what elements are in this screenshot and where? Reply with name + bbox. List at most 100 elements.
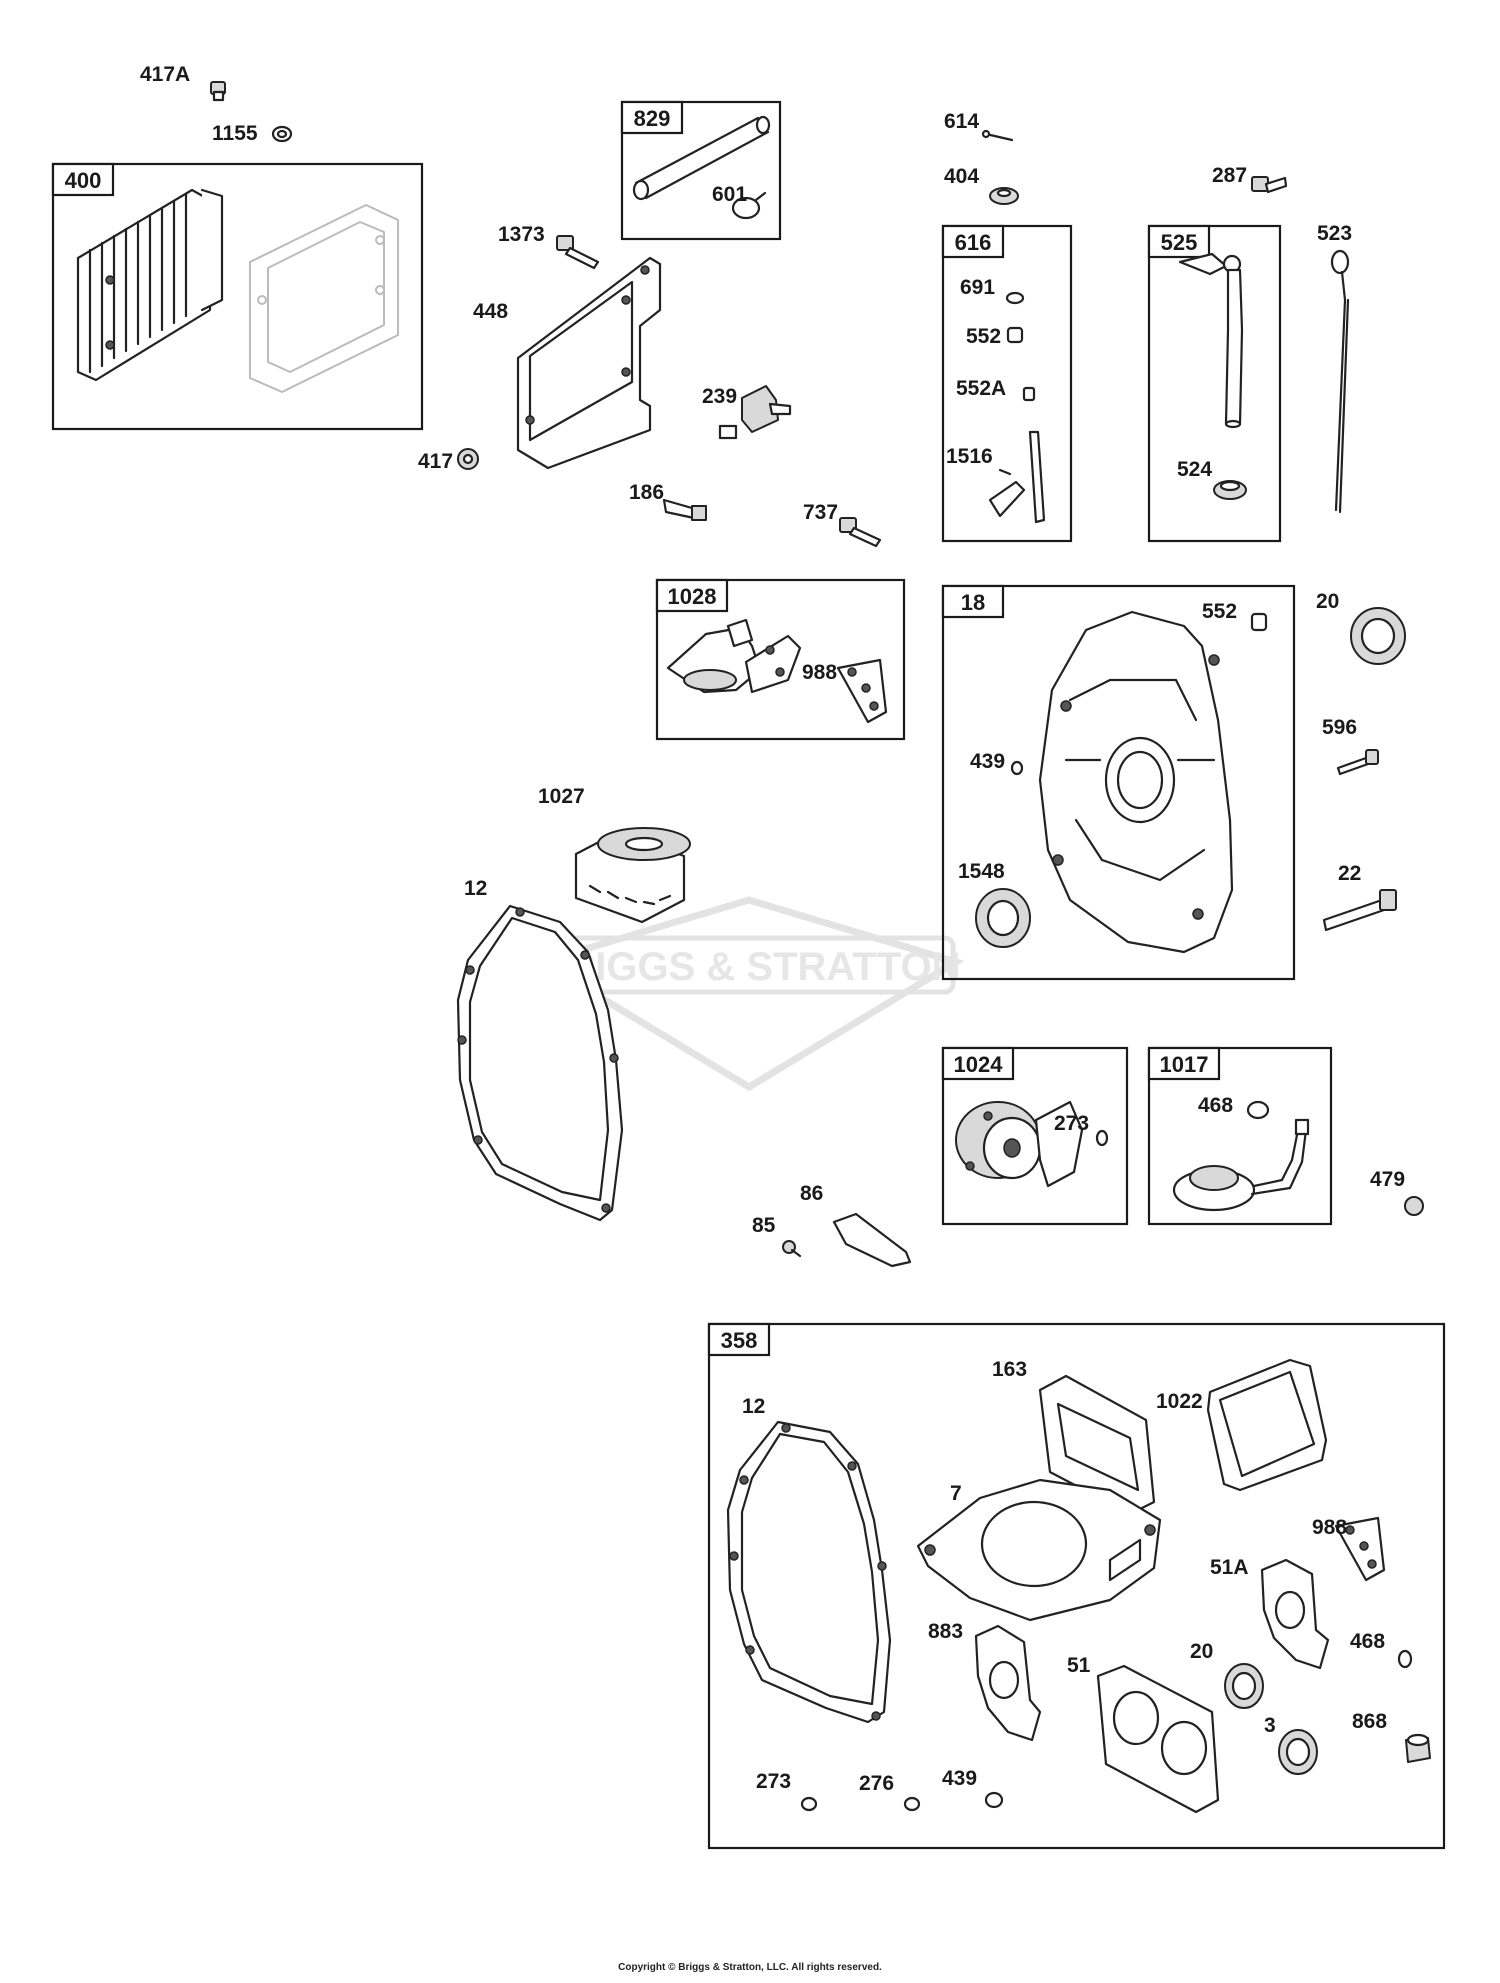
part-358-12-gasket bbox=[726, 1420, 892, 1724]
part-22-bolt bbox=[1322, 889, 1397, 932]
part-51A-gasket bbox=[1260, 1558, 1330, 1670]
callout-988-kit: 988 bbox=[1312, 1516, 1347, 1539]
callout-601: 601 bbox=[712, 183, 747, 206]
part-1028-filter-adapter bbox=[666, 618, 802, 694]
callout-737: 737 bbox=[803, 501, 838, 524]
callout-85: 85 bbox=[752, 1214, 776, 1237]
part-1024-oil-pump bbox=[955, 1100, 1084, 1188]
group-label-1017: 1017 bbox=[1160, 1052, 1209, 1077]
part-7-head-gasket bbox=[916, 1478, 1162, 1622]
callout-417: 417 bbox=[418, 450, 453, 473]
part-439-oring-kit bbox=[984, 1791, 1004, 1809]
callout-86: 86 bbox=[800, 1182, 823, 1205]
callout-51A: 51A bbox=[1210, 1556, 1249, 1579]
callout-239: 239 bbox=[702, 385, 737, 408]
part-523-dipstick bbox=[1330, 249, 1350, 514]
callout-479: 479 bbox=[1370, 1168, 1405, 1191]
part-276-oring bbox=[903, 1796, 921, 1812]
group-label-616: 616 bbox=[955, 230, 992, 255]
callout-12-kit: 12 bbox=[742, 1395, 765, 1418]
part-883-gasket bbox=[974, 1624, 1042, 1742]
part-51-gasket bbox=[1096, 1664, 1220, 1814]
callout-439-kit: 439 bbox=[942, 1767, 977, 1790]
part-868-valve-seal bbox=[1405, 1733, 1431, 1763]
part-468-oring bbox=[1246, 1100, 1270, 1120]
part-287-bolt bbox=[1251, 176, 1288, 194]
part-1373-bolt bbox=[556, 235, 600, 270]
part-601-clamp bbox=[731, 191, 767, 220]
callout-552-cover: 552 bbox=[1202, 600, 1237, 623]
part-273-oring-kit bbox=[800, 1796, 818, 1812]
part-404-grommet bbox=[989, 187, 1019, 205]
group-box-358: 358 bbox=[707, 1322, 1446, 1850]
callout-439: 439 bbox=[970, 750, 1005, 773]
part-468-oring-kit bbox=[1397, 1649, 1413, 1669]
part-186-fitting bbox=[662, 498, 707, 521]
group-label-358: 358 bbox=[721, 1328, 758, 1353]
group-label-18: 18 bbox=[961, 590, 985, 615]
callout-287: 287 bbox=[1212, 164, 1247, 187]
part-400-oil-cooler bbox=[76, 188, 399, 393]
part-20-seal-kit bbox=[1224, 1663, 1264, 1709]
part-988-gasket bbox=[836, 658, 888, 724]
part-524-seal bbox=[1213, 480, 1247, 500]
group-box-1017: 1017 bbox=[1147, 1046, 1333, 1226]
part-417-nut bbox=[457, 448, 479, 470]
part-552-dowel bbox=[1250, 612, 1268, 632]
callout-273-kit: 273 bbox=[756, 1770, 791, 1793]
group-box-525: 525 bbox=[1147, 224, 1282, 543]
group-label-829: 829 bbox=[634, 106, 671, 131]
callout-1373: 1373 bbox=[498, 223, 545, 246]
part-552A-bushing bbox=[1022, 386, 1036, 402]
callout-273: 273 bbox=[1054, 1112, 1089, 1135]
group-box-18: 18 bbox=[941, 584, 1296, 981]
callout-691: 691 bbox=[960, 276, 995, 299]
group-label-400: 400 bbox=[65, 168, 102, 193]
callout-1516: 1516 bbox=[946, 445, 993, 468]
part-691-washer bbox=[1005, 291, 1025, 305]
part-1516-governor-shaft bbox=[988, 430, 1046, 524]
part-1548-seal bbox=[975, 888, 1031, 948]
callout-468-kit: 468 bbox=[1350, 1630, 1385, 1653]
group-box-829: 829 bbox=[620, 100, 782, 241]
group-box-616: 616 bbox=[941, 224, 1073, 543]
callout-448: 448 bbox=[473, 300, 508, 323]
part-18-crankcase-cover bbox=[1038, 610, 1234, 954]
part-829-hose bbox=[632, 115, 771, 201]
callout-51: 51 bbox=[1067, 1654, 1091, 1677]
callout-614: 614 bbox=[944, 110, 979, 133]
callout-labels: 417A 1155 601 1373 448 239 417 186 737 6… bbox=[140, 63, 1405, 1795]
part-85-screw bbox=[782, 1240, 802, 1258]
part-614-pin bbox=[981, 129, 1014, 142]
part-552-bushing bbox=[1006, 326, 1024, 344]
callout-186: 186 bbox=[629, 481, 664, 504]
callout-883: 883 bbox=[928, 1620, 963, 1643]
part-273-oring bbox=[1095, 1129, 1109, 1147]
part-439-oring bbox=[1010, 760, 1024, 776]
group-box-1028: 1028 bbox=[655, 578, 906, 741]
callout-22: 22 bbox=[1338, 862, 1361, 885]
group-label-1024: 1024 bbox=[954, 1052, 1004, 1077]
callout-276: 276 bbox=[859, 1772, 894, 1795]
callout-468: 468 bbox=[1198, 1094, 1233, 1117]
group-box-400: 400 bbox=[51, 162, 424, 431]
part-86-cover-plate bbox=[832, 1212, 912, 1268]
callout-20-kit: 20 bbox=[1190, 1640, 1213, 1663]
watermark-text: BRIGGS & STRATTON bbox=[538, 945, 961, 989]
part-12-gasket bbox=[456, 904, 624, 1222]
callout-404: 404 bbox=[944, 165, 979, 188]
callout-1548: 1548 bbox=[958, 860, 1005, 883]
callout-417A: 417A bbox=[140, 63, 190, 86]
part-239-oil-pressure-switch bbox=[718, 385, 792, 440]
callout-3: 3 bbox=[1264, 1714, 1276, 1737]
callout-552A: 552A bbox=[956, 377, 1006, 400]
callout-524: 524 bbox=[1177, 458, 1212, 481]
callout-20: 20 bbox=[1316, 590, 1339, 613]
part-479-nut bbox=[1404, 1196, 1424, 1216]
callout-1027: 1027 bbox=[538, 785, 585, 808]
part-163-gasket bbox=[1038, 1374, 1156, 1516]
callout-552: 552 bbox=[966, 325, 1001, 348]
callout-868: 868 bbox=[1352, 1710, 1387, 1733]
part-3-seal bbox=[1278, 1729, 1318, 1775]
